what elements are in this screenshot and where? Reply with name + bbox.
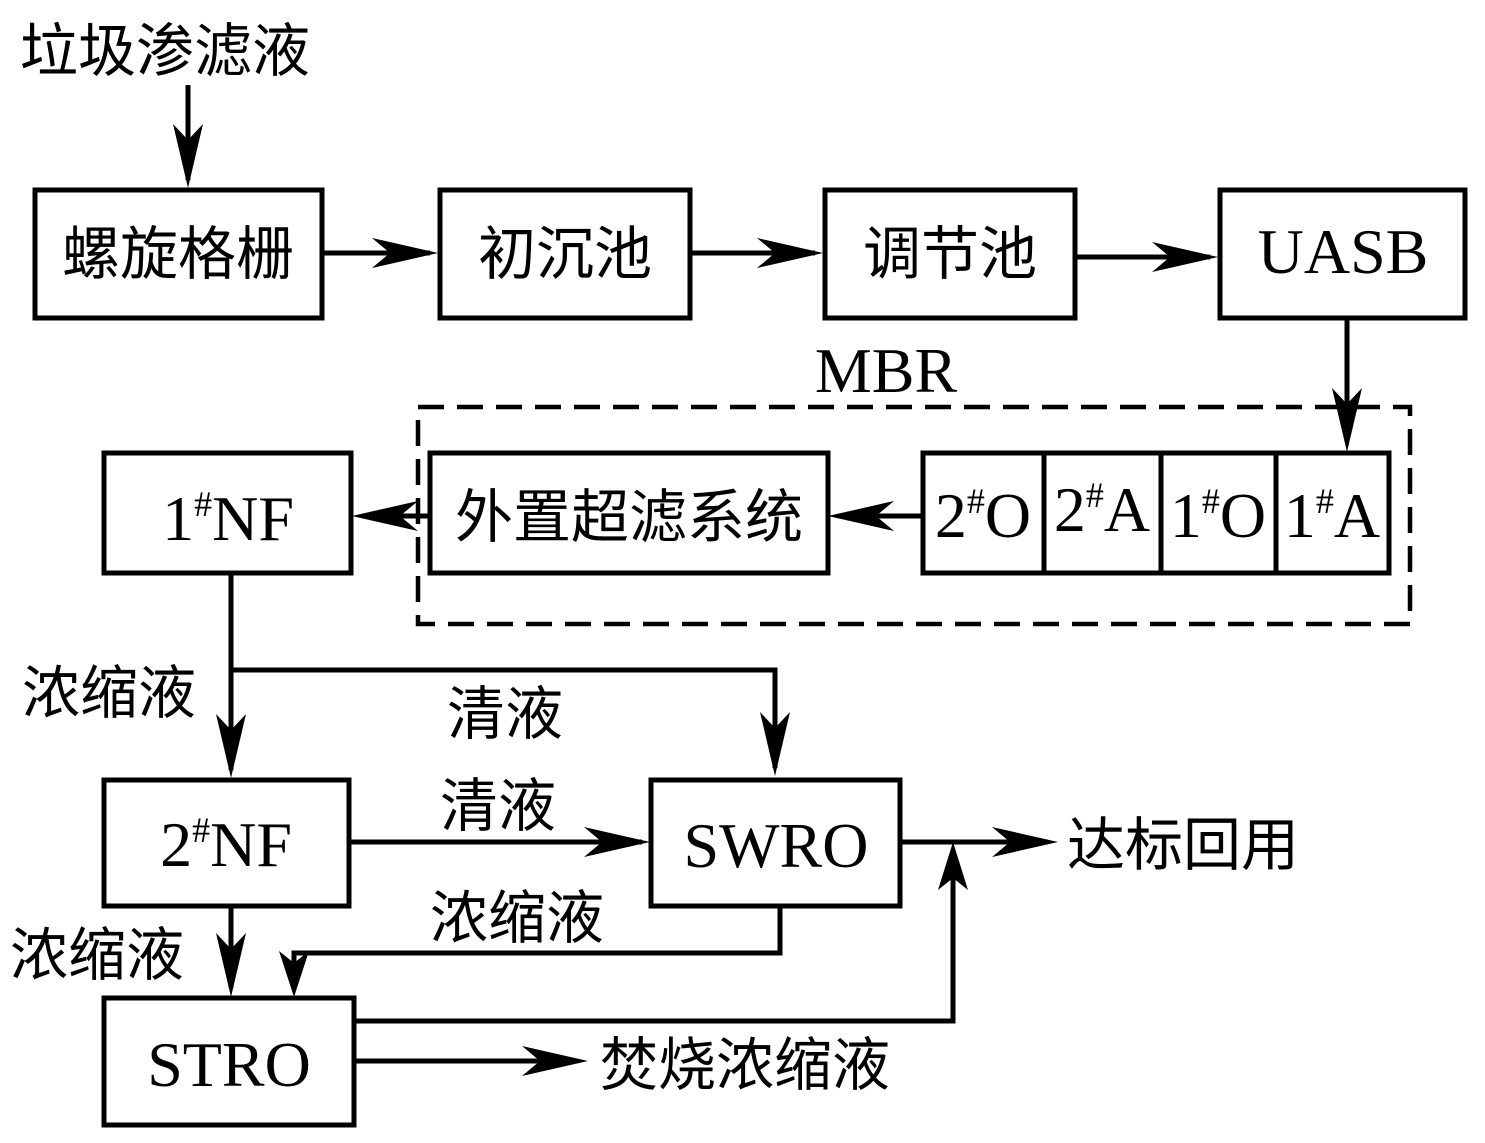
arrow-head-right: [1152, 242, 1218, 272]
nf1-mark: #: [194, 484, 212, 524]
mbr-cell-1a-label: 1#A: [1284, 480, 1380, 551]
nf2-box: [101, 777, 352, 909]
arrow-head-down: [216, 933, 246, 997]
nf2-number: 2: [160, 809, 192, 880]
mbr-cell-mark: #: [1086, 475, 1104, 515]
uasb-box: [1217, 187, 1468, 321]
swro-label: SWRO: [684, 810, 869, 881]
input-label: 垃圾渗滤液: [20, 17, 310, 85]
mbr-cell-1a: [1273, 450, 1392, 576]
external-uf-box: [427, 450, 831, 576]
swro-concentrate-label: 浓缩液: [430, 884, 604, 952]
mbr-cell-number: 1: [1170, 480, 1202, 551]
arrow-head-left: [352, 501, 418, 531]
stro-box: [101, 995, 357, 1128]
arrow-head-right: [372, 238, 438, 268]
arrow-head-right: [522, 1046, 588, 1076]
arrow-head-down: [279, 951, 309, 997]
mbr-cell-name: A: [1104, 474, 1150, 545]
uasb-label: UASB: [1258, 216, 1429, 287]
nf1-box: [101, 450, 354, 576]
nf1-number: 1: [162, 483, 194, 554]
mbr-cell-mark: #: [1316, 481, 1334, 521]
arrow-head-down: [216, 714, 246, 778]
mbr-cell-number: 2: [1054, 474, 1086, 545]
swro-box: [648, 777, 903, 909]
mbr-cell-1o-label: 1#O: [1170, 480, 1266, 551]
flow-arrowheads: [173, 124, 1362, 1076]
nf2-label: 2#NF: [160, 809, 292, 880]
mbr-cell-2o-label: 2#O: [935, 480, 1031, 551]
mbr-cell-mark: #: [967, 481, 985, 521]
mbr-cell-2a: [1041, 450, 1164, 576]
arrow-head-down: [1332, 388, 1362, 452]
stro-label: STRO: [147, 1029, 311, 1100]
screen-box: [32, 187, 325, 321]
nf1-permeate-label: 清液: [447, 680, 563, 748]
mbr-tank-group: [920, 450, 1392, 576]
equalization-tank-label: 调节池: [863, 220, 1037, 288]
mbr-cell-number: 2: [935, 480, 967, 551]
nf2-name: NF: [210, 809, 292, 880]
external-uf-label: 外置超滤系统: [455, 483, 803, 551]
nf1-concentrate-label: 浓缩液: [22, 659, 196, 727]
mbr-cell-mark: #: [1202, 481, 1220, 521]
mbr-cell-name: O: [1220, 480, 1266, 551]
arrow-head-right: [757, 238, 823, 268]
primary-clarifier-box: [437, 187, 693, 321]
mbr-cell-name: A: [1334, 480, 1380, 551]
equalization-tank-box: [822, 187, 1078, 321]
mbr-label: MBR: [815, 335, 958, 406]
arrow-head-down: [760, 712, 790, 776]
nf2-concentrate-label: 浓缩液: [10, 921, 184, 989]
mbr-cell-2a-label: 2#A: [1054, 474, 1150, 545]
primary-clarifier-label: 初沉池: [478, 220, 652, 288]
nf1-label: 1#NF: [162, 483, 294, 554]
arrow-head-left: [828, 501, 894, 531]
mbr-cell-number: 1: [1284, 480, 1316, 551]
nf2-permeate-label: 清液: [440, 772, 556, 840]
arrow-head-right: [584, 827, 650, 857]
arrow-head-right: [992, 827, 1058, 857]
arrow-head-up: [938, 842, 968, 890]
incineration-label: 焚烧浓缩液: [600, 1031, 890, 1099]
mbr-cell-name: O: [985, 480, 1031, 551]
arrow-head-down: [173, 124, 203, 188]
nf1-name: NF: [212, 483, 294, 554]
stro-permeate-line: [354, 852, 956, 1024]
screen-label: 螺旋格栅: [62, 220, 294, 288]
nf2-mark: #: [192, 810, 210, 850]
compliant-reuse-label: 达标回用: [1067, 811, 1299, 879]
